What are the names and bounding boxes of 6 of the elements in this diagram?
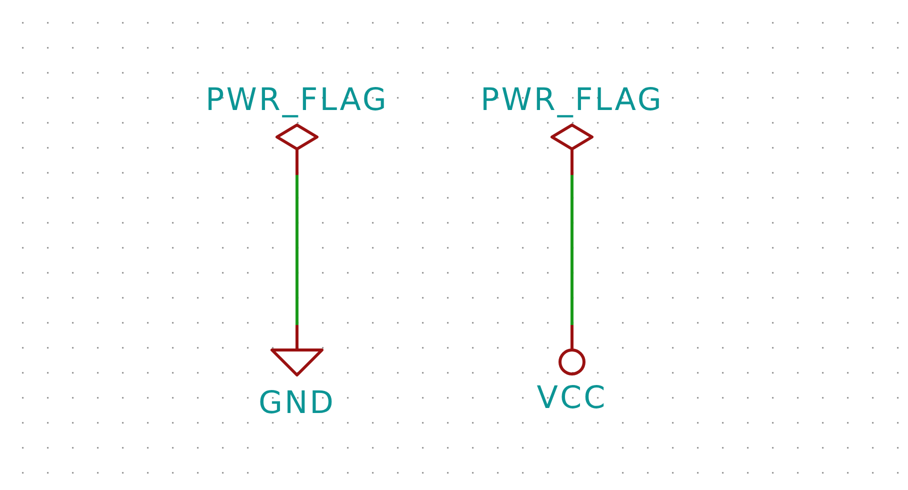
net-label: PWR_FLAG — [204, 82, 390, 118]
net-label: PWR_FLAG — [480, 82, 664, 118]
wire — [570, 175, 574, 325]
wire — [296, 175, 298, 325]
net-label: GND — [257, 385, 337, 421]
net-label: VCC — [536, 380, 608, 416]
